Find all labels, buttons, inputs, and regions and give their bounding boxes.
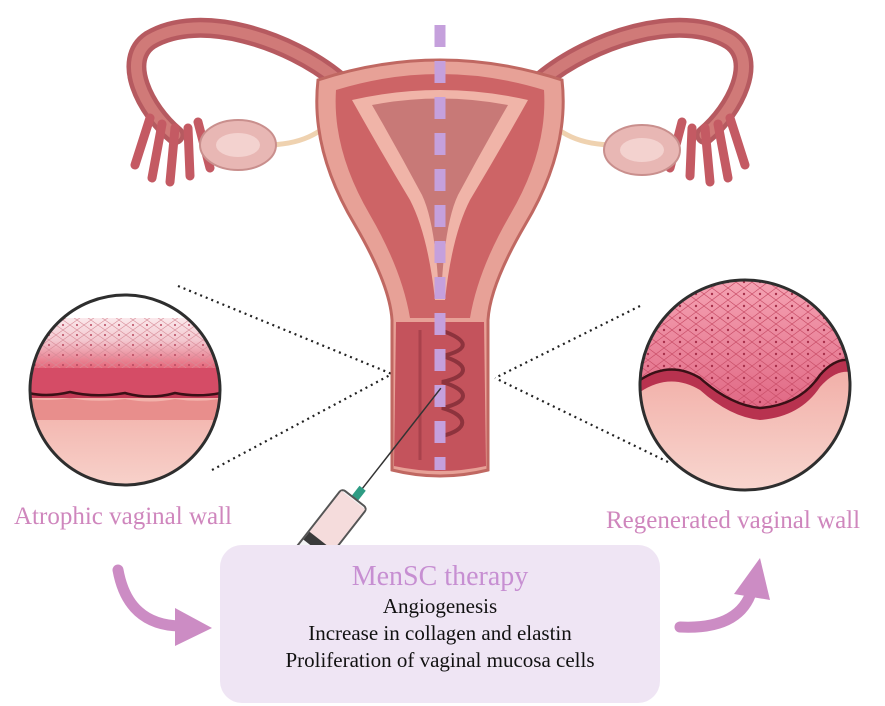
atrophic-wall-label: Atrophic vaginal wall xyxy=(14,503,232,531)
arrow-left-icon xyxy=(118,570,212,646)
atrophic-tissue-icon xyxy=(25,290,225,498)
effect-collagen: Increase in collagen and elastin xyxy=(220,620,660,647)
therapy-box: MenSC therapy Angiogenesis Increase in c… xyxy=(220,545,660,703)
regenerated-wall-label: Regenerated vaginal wall xyxy=(606,507,860,535)
arrow-right-icon xyxy=(680,558,770,627)
effect-angiogenesis: Angiogenesis xyxy=(220,593,660,620)
effect-proliferation: Proliferation of vaginal mucosa cells xyxy=(220,647,660,674)
therapy-title: MenSC therapy xyxy=(220,561,660,593)
regenerated-tissue-icon xyxy=(640,280,850,490)
